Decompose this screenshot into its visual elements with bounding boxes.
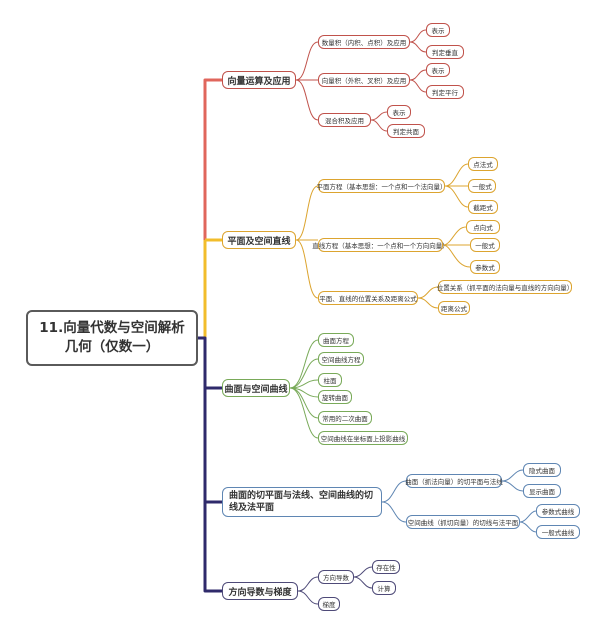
branch-directional-derivative-gradient: 方向导数与梯度 [222, 582, 298, 600]
sub-curve-tangent-line: 空间曲线（抓切向量）的切线与法平面 [406, 515, 520, 529]
leaf-distance-formula: 距离公式 [438, 301, 470, 315]
root-topic: 11.向量代数与空间解析几何（仅数一） [26, 310, 198, 366]
leaf-cross-representation: 表示 [426, 63, 450, 77]
trunk-red [198, 78, 222, 340]
leaf-line-general-form: 一般式 [470, 238, 500, 252]
branch-tangent-planes-and-lines: 曲面的切平面与法线、空间曲线的切线及法平面 [222, 487, 382, 517]
leaf-parametric-form: 参数式 [470, 260, 500, 274]
leaf-position-relation: 位置关系（抓平面的法向量与直线的方向向量） [437, 280, 573, 294]
leaf-point-direction-form: 点向式 [466, 220, 500, 234]
branch-vector-operations: 向量运算及应用 [222, 71, 296, 89]
leaf-intercept-form: 截距式 [468, 200, 498, 214]
sub-dot-product: 数量积（内积、点积）及应用 [318, 35, 410, 49]
sub-curve-projection: 空间曲线在坐标面上投影曲线 [318, 431, 408, 445]
leaf-computation: 计算 [372, 581, 396, 595]
branch-surfaces-and-curves: 曲面与空间曲线 [222, 379, 290, 397]
leaf-plane-general-form: 一般式 [468, 179, 496, 193]
sub-cylinder: 柱面 [318, 373, 342, 387]
sub-quadric-surfaces: 常用的二次曲面 [318, 411, 372, 425]
sub-position-distance: 平面、直线的位置关系及距离公式 [318, 291, 418, 305]
leaf-general-curve: 一般式曲线 [536, 525, 580, 539]
leaf-cross-parallel: 判定平行 [426, 85, 464, 99]
sub-directional-derivative: 方向导数 [318, 570, 354, 584]
sub-space-curve-equation: 空间曲线方程 [318, 352, 364, 366]
leaf-parametric-curve: 参数式曲线 [536, 504, 580, 518]
leaf-mixed-coplanar: 判定共面 [387, 124, 425, 138]
sub-surface-tangent-plane: 曲面（抓法向量）的切平面与法线 [405, 474, 503, 488]
branch-planes-and-lines: 平面及空间直线 [222, 231, 296, 249]
leaf-point-normal-form: 点法式 [468, 157, 498, 171]
trunk-purple [198, 336, 222, 593]
leaf-existence: 存在性 [372, 560, 400, 574]
sub-plane-equation: 平面方程（基本思想：一个点和一个法向量） [317, 179, 447, 193]
sub-gradient: 梯度 [318, 597, 340, 611]
sub-surface-of-revolution: 旋转曲面 [318, 390, 352, 404]
leaf-dot-perpendicular: 判定垂直 [426, 45, 464, 59]
leaf-mixed-representation: 表示 [387, 105, 411, 119]
sub-line-equation: 直线方程（基本思想：一个点和一个方向向量） [312, 238, 449, 252]
sub-mixed-product: 混合积及应用 [318, 113, 371, 127]
leaf-explicit-surface: 显示曲面 [523, 484, 561, 498]
sub-cross-product: 向量积（外积、叉积）及应用 [318, 73, 410, 87]
sub-surface-equation: 曲面方程 [318, 333, 354, 347]
leaf-implicit-surface: 隐式曲面 [523, 463, 561, 477]
leaf-dot-representation: 表示 [426, 23, 450, 37]
